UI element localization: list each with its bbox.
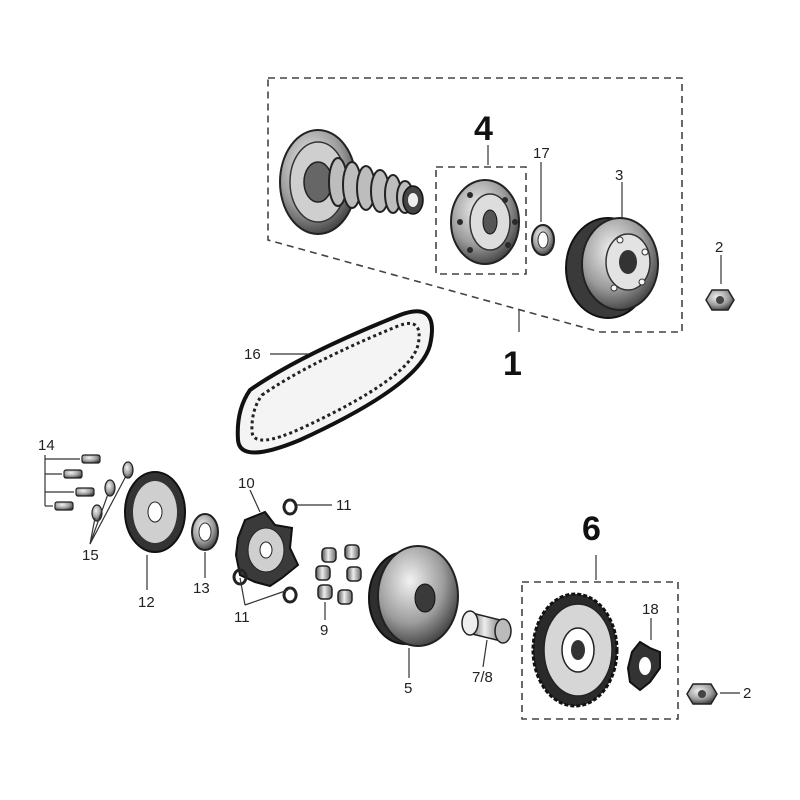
washer-part-17 (531, 224, 555, 256)
nut-part-2-bottom (686, 683, 718, 705)
washer-part-13 (191, 513, 219, 551)
callout-15: 15 (82, 547, 99, 564)
screws-part-14 (54, 454, 101, 511)
assembly-1-dashed-box (267, 77, 683, 333)
spider-part-10 (234, 510, 300, 588)
callout-11-top: 11 (336, 497, 352, 514)
clutch-bell-part-3 (565, 217, 659, 319)
clutch-plate-part-4 (450, 179, 520, 265)
driven-pulley-spring-part (279, 129, 424, 235)
drive-belt-part-16 (235, 309, 434, 455)
assembly-4-dashed-box (435, 166, 527, 275)
nut-part-2-top (705, 289, 735, 311)
callout-1: 1 (503, 345, 522, 383)
callout-2-bottom: 2 (743, 685, 751, 702)
callout-16: 16 (244, 346, 261, 363)
callout-6: 6 (582, 510, 601, 548)
callout-2-top: 2 (715, 239, 723, 256)
fan-pulley-part-6 (531, 592, 619, 708)
bushing-part-7-8 (461, 610, 512, 644)
callout-7-8: 7/8 (472, 669, 493, 686)
callout-14: 14 (38, 437, 55, 454)
callout-18: 18 (642, 601, 659, 618)
callout-17: 17 (533, 145, 550, 162)
callout-13: 13 (193, 580, 210, 597)
variator-pulley-part-5 (368, 545, 459, 647)
callout-10: 10 (238, 475, 255, 492)
callout-5: 5 (404, 680, 412, 697)
callout-4: 4 (474, 110, 493, 148)
assembly-6-dashed-box (521, 581, 679, 720)
callout-11-bottom: 11 (234, 609, 250, 626)
callout-12: 12 (138, 594, 155, 611)
rollers-part-9 (315, 544, 362, 605)
ramp-plate-part-12 (124, 471, 186, 553)
leader-lines (44, 145, 740, 694)
callout-3: 3 (615, 167, 623, 184)
star-washer-part-18 (626, 640, 661, 692)
callout-9: 9 (320, 622, 328, 639)
